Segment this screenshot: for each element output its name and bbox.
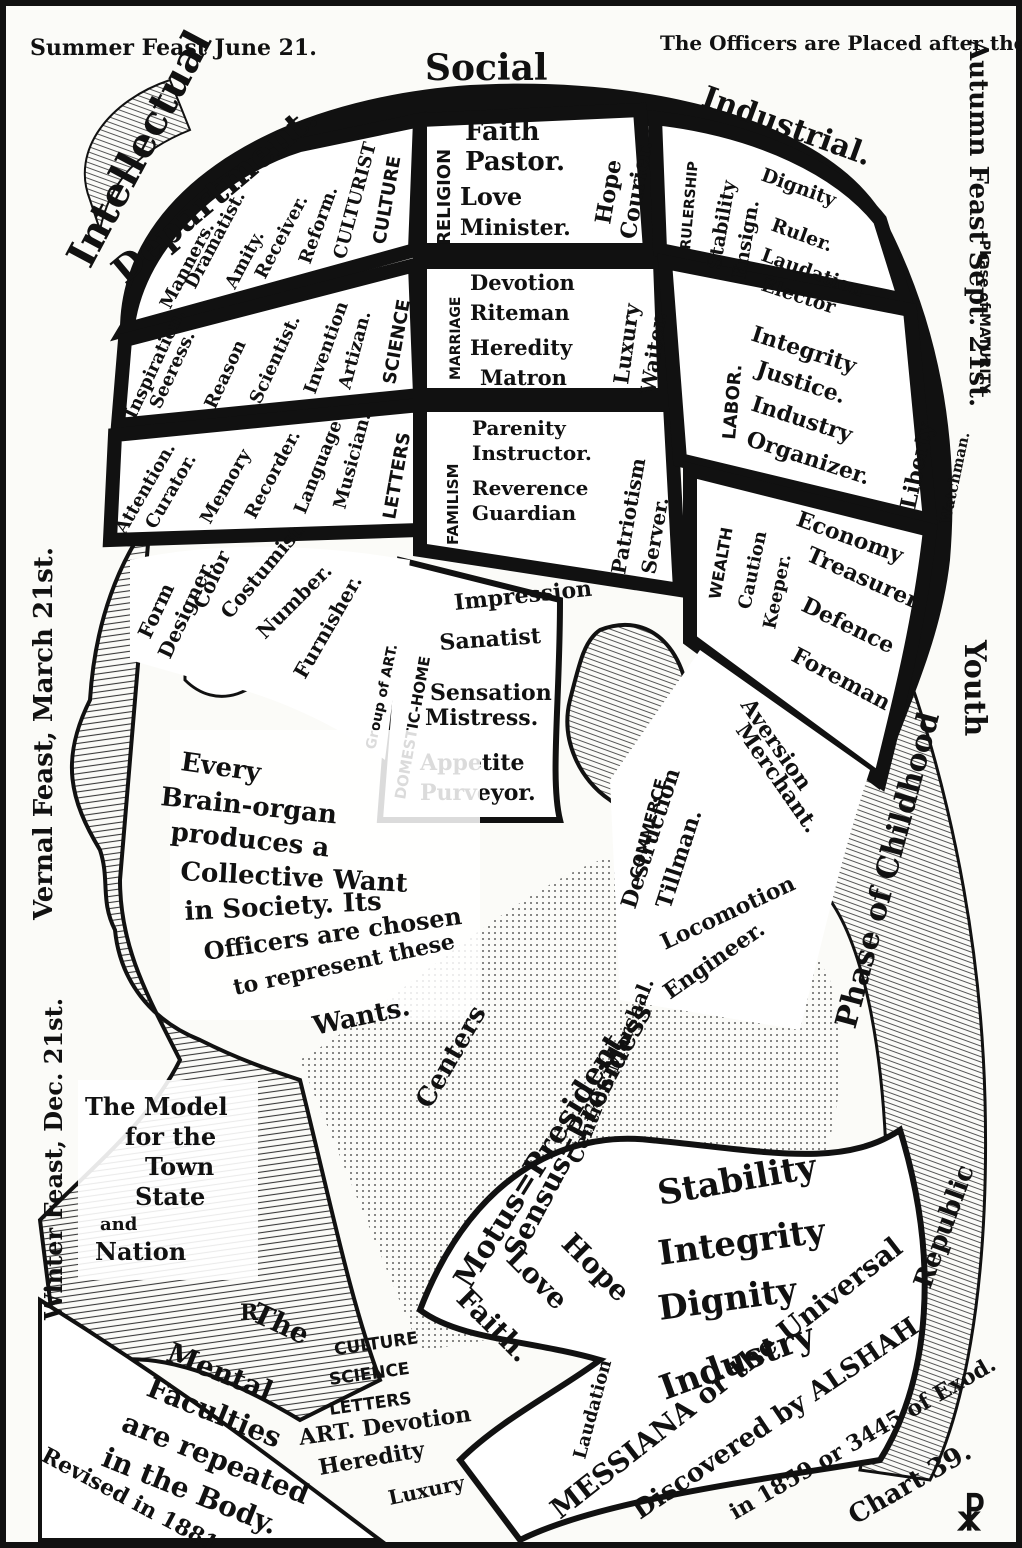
- margin-youth: Youth: [957, 639, 992, 736]
- cell-commerce: [610, 650, 870, 1030]
- svg-text:Mistress.: Mistress.: [425, 705, 538, 731]
- dept-social: Social: [425, 47, 548, 89]
- svg-text:Reverence: Reverence: [472, 476, 588, 500]
- margin-winter: Winter Feast, Dec. 21st.: [39, 998, 68, 1321]
- svg-text:State: State: [135, 1182, 205, 1211]
- margin-officers: The Officers are Placed after the Organs: [660, 31, 1022, 55]
- cell-rulership: [647, 110, 916, 310]
- margin-autumn: Autumn Feast Sept. 21st.: [963, 39, 993, 407]
- svg-text:The Model: The Model: [85, 1092, 228, 1121]
- svg-text:RELIGION: RELIGION: [434, 149, 455, 245]
- svg-text:Sensation: Sensation: [430, 680, 552, 706]
- cell-religion: [413, 102, 658, 257]
- hair-front: [83, 78, 192, 234]
- svg-text:Love: Love: [460, 182, 522, 211]
- margin-vernal: Vernal Feast, March 21st.: [29, 547, 59, 921]
- svg-text:Matron: Matron: [480, 365, 567, 390]
- svg-text:Guardian: Guardian: [472, 501, 577, 525]
- svg-text:Luxury: Luxury: [386, 1470, 468, 1510]
- svg-text:Devotion: Devotion: [470, 270, 575, 295]
- body-panel-left: [38, 1296, 386, 1542]
- r-mark: R.: [240, 1300, 266, 1326]
- hair: [828, 554, 987, 1482]
- margin-maturity: Phase of MATURITY: [976, 240, 992, 394]
- cell-culture: [109, 111, 428, 342]
- svg-text:Heredity: Heredity: [470, 335, 573, 360]
- organ-grid: [102, 102, 938, 1030]
- cell-wealth: [683, 461, 938, 792]
- svg-text:FAMILISM: FAMILISM: [444, 463, 462, 545]
- central-statement: Every Brain-organ produces a Collective …: [159, 730, 480, 1042]
- chi-rho-symbol: ☧: [955, 1492, 986, 1540]
- svg-text:Nation: Nation: [95, 1237, 186, 1266]
- cell-familism: [413, 398, 688, 599]
- svg-text:RULERSHIP: RULERSHIP: [678, 161, 702, 251]
- model-note: The Model for the Town State and Nation: [78, 1080, 258, 1280]
- svg-text:Parenity: Parenity: [472, 416, 567, 440]
- svg-text:Pastor.: Pastor.: [465, 147, 565, 177]
- svg-text:Riteman: Riteman: [470, 300, 570, 325]
- cell-marriage: [413, 255, 673, 402]
- svg-text:Town: Town: [145, 1152, 214, 1181]
- cell-labor: [657, 253, 938, 530]
- svg-text:Minister.: Minister.: [460, 215, 571, 241]
- svg-text:and: and: [100, 1214, 138, 1235]
- margin-summer: Summer Feast June 21.: [30, 35, 317, 61]
- chest-banner: [416, 1125, 928, 1544]
- cell-marriage-text: MARRIAGE Devotion Riteman Heredity Matro…: [448, 270, 671, 397]
- svg-text:MARRIAGE: MARRIAGE: [448, 297, 464, 380]
- cell-art: [130, 546, 410, 760]
- svg-text:for the: for the: [125, 1122, 216, 1151]
- svg-text:Faith: Faith: [465, 117, 540, 147]
- svg-text:Instructor.: Instructor.: [472, 441, 592, 465]
